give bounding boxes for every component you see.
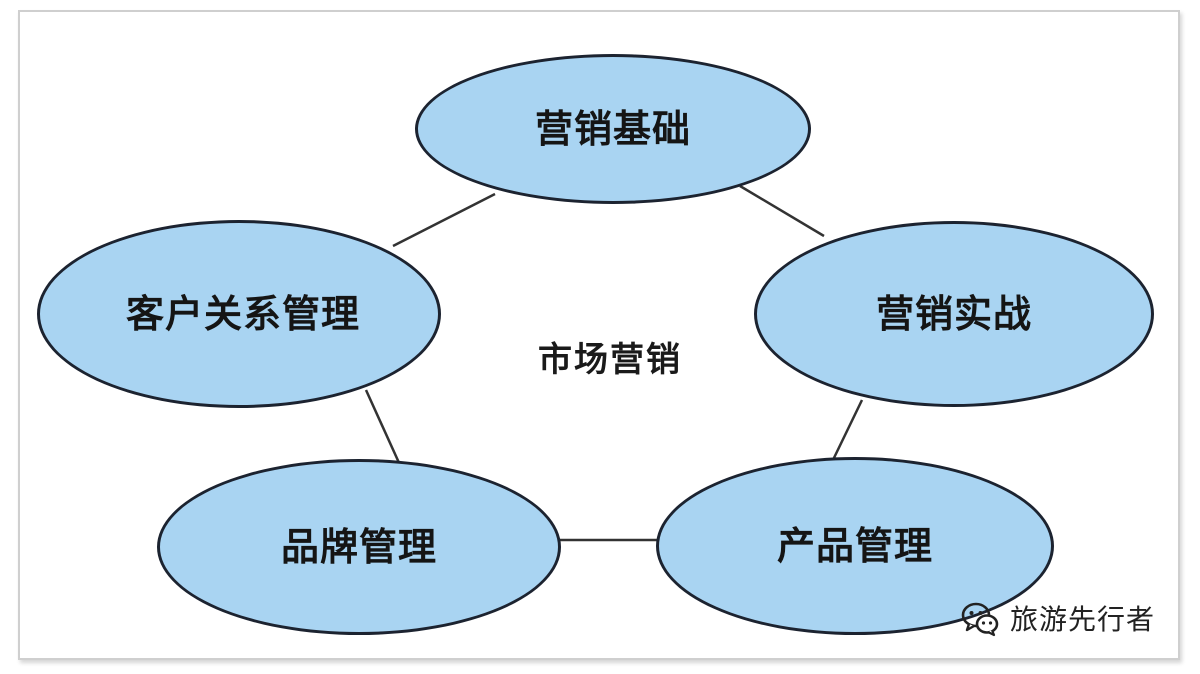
watermark-text: 旅游先行者 [1010, 603, 1156, 636]
node-brand-management: 品牌管理 [157, 459, 561, 635]
node-product-management: 产品管理 [656, 457, 1054, 635]
center-label-marketing: 市场营销 [538, 340, 682, 380]
node-label-product-management: 产品管理 [776, 524, 933, 568]
connector-basics-crm [392, 192, 496, 248]
wechat-icon [960, 598, 1000, 638]
node-marketing-practice: 营销实战 [754, 221, 1154, 407]
node-customer-relationship: 客户关系管理 [37, 220, 441, 408]
connector-basics-practice [739, 184, 825, 238]
node-label-customer-relationship: 客户关系管理 [126, 292, 361, 336]
connector-crm-brand [364, 389, 402, 466]
watermark: 旅游先行者 [960, 596, 1155, 640]
node-label-marketing-basics: 营销基础 [534, 107, 691, 151]
node-label-marketing-practice: 营销实战 [875, 292, 1032, 336]
connector-practice-product [830, 399, 864, 463]
node-marketing-basics: 营销基础 [415, 54, 811, 204]
node-label-brand-management: 品牌管理 [280, 525, 437, 569]
